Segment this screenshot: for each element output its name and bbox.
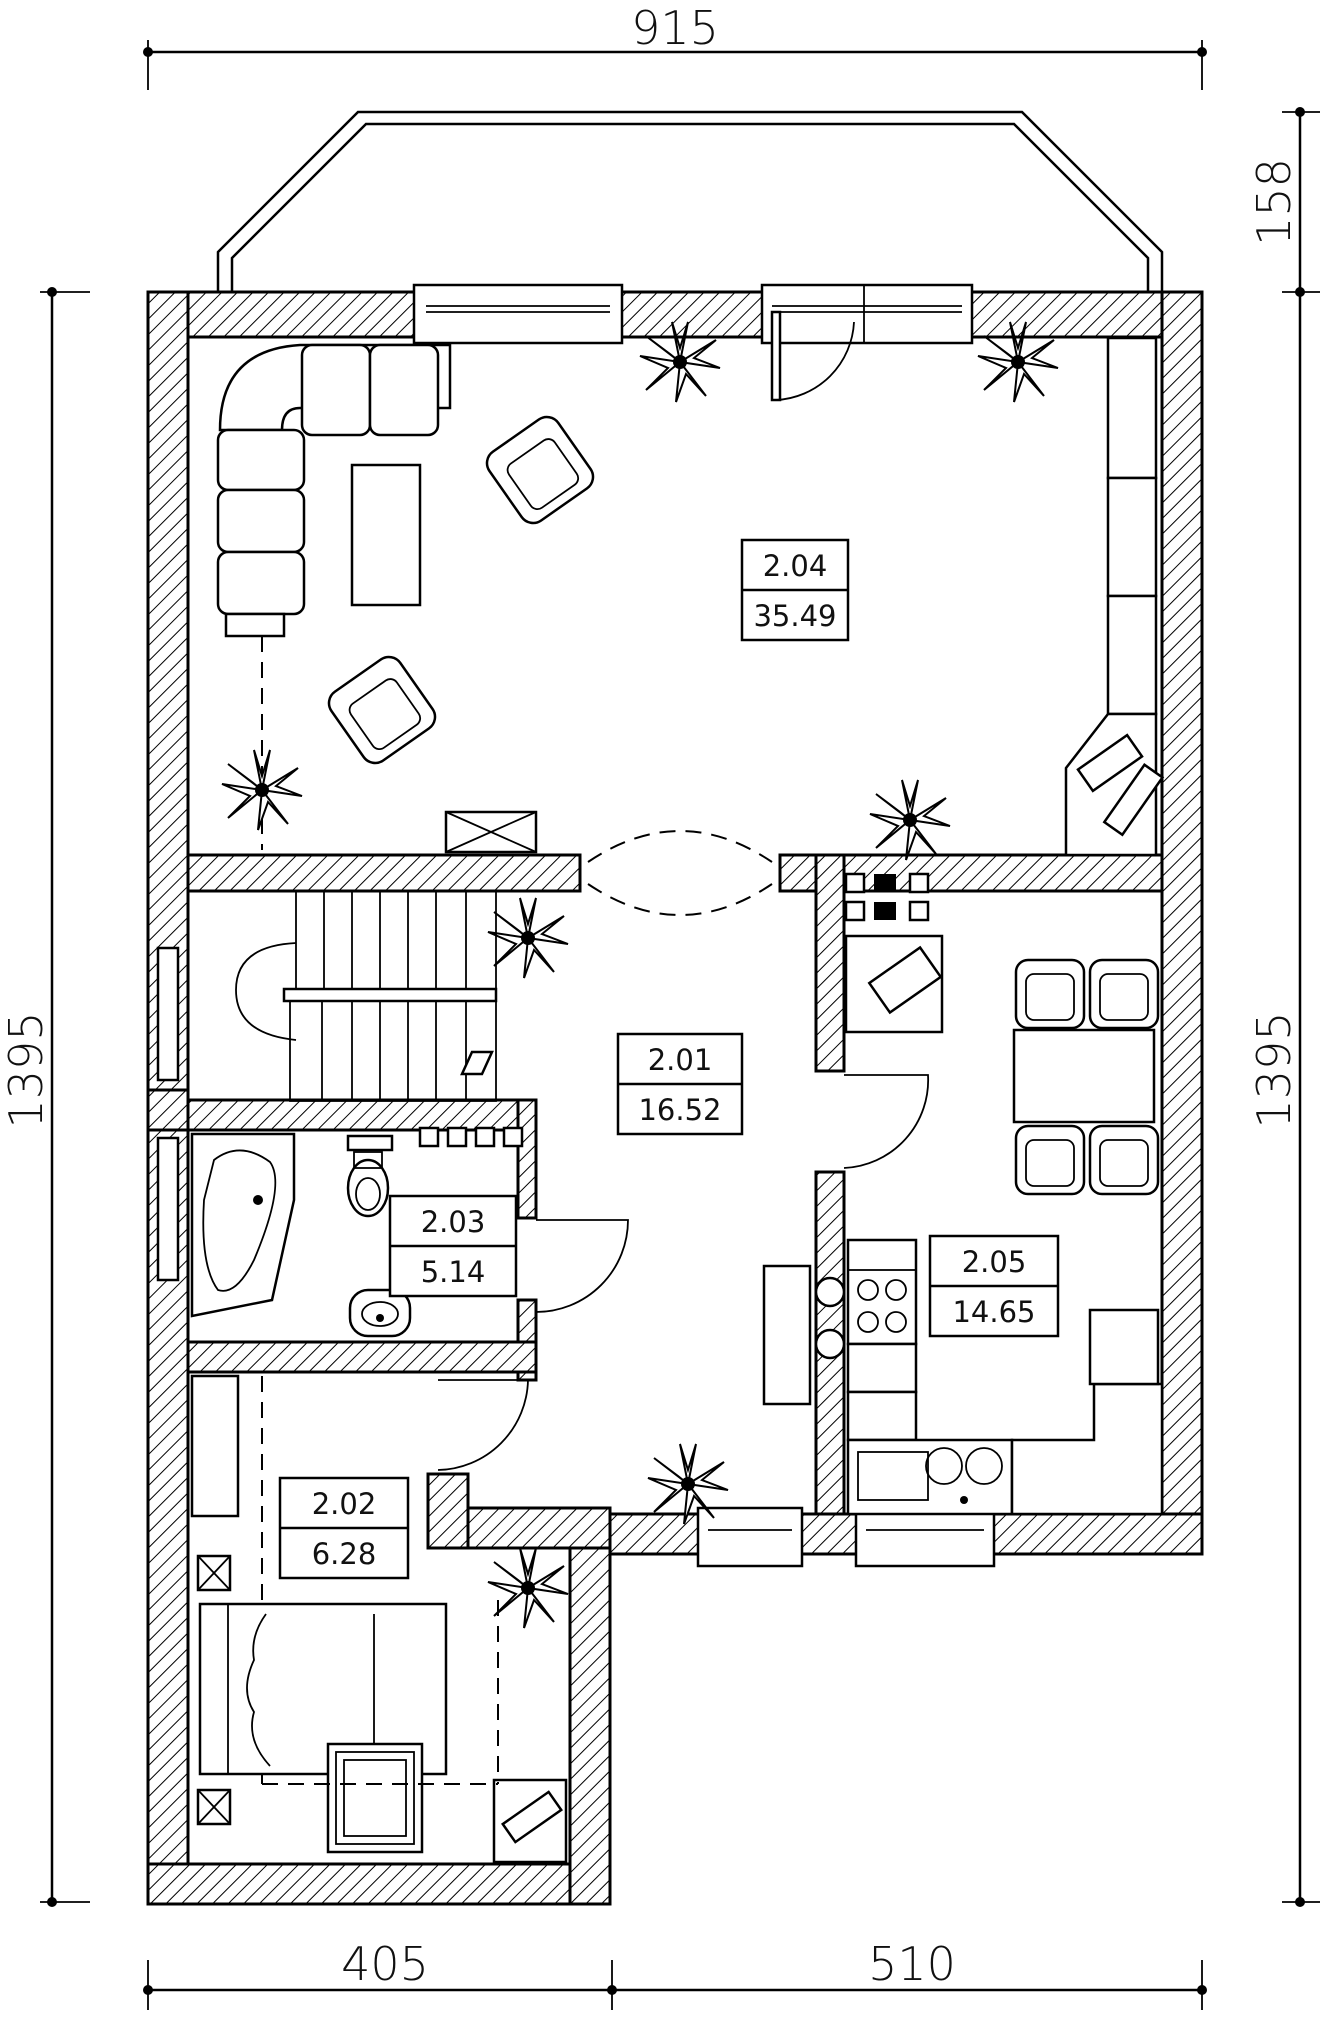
living-room <box>216 336 1165 857</box>
nightstand-2 <box>196 1788 232 1826</box>
nightstand-1 <box>196 1554 232 1592</box>
room-label-2-05: 2.05 14.65 <box>928 1234 1060 1338</box>
sink <box>846 1438 1014 1516</box>
dimension-left-label: 1395 <box>0 1011 53 1128</box>
balcony-door <box>770 310 855 402</box>
room-number: 2.01 <box>648 1043 713 1077</box>
room-label-2-01: 2.01 16.52 <box>616 1032 744 1136</box>
hall-console <box>762 1264 812 1406</box>
doors <box>437 830 930 1471</box>
dimension-right: 1395 <box>1247 292 1320 1907</box>
kitchen <box>814 872 1164 1516</box>
room-label-2-02: 2.02 6.28 <box>278 1476 410 1580</box>
stairs <box>235 890 498 1102</box>
dimension-top-label: 915 <box>631 1 719 55</box>
vent-boxes <box>844 872 930 922</box>
kitchen-desk <box>844 934 944 1034</box>
walls <box>146 290 1204 1906</box>
bedroom <box>190 1374 568 1864</box>
dimension-bottom-left-label: 405 <box>341 1937 429 1991</box>
dimension-top: 915 <box>143 1 1207 90</box>
room-number: 2.05 <box>962 1245 1027 1279</box>
bedroom-desk <box>492 1778 568 1864</box>
room-number: 2.04 <box>763 549 828 583</box>
room-label-2-03: 2.03 5.14 <box>388 1194 518 1298</box>
shelf-boxes <box>418 1126 524 1148</box>
bay-balcony <box>216 110 1164 292</box>
coffee-table <box>350 463 422 607</box>
rug <box>326 1742 424 1854</box>
wall-units <box>1064 336 1165 857</box>
room-area: 16.52 <box>638 1093 721 1127</box>
room-label-2-04: 2.04 35.49 <box>740 538 850 642</box>
room-area: 6.28 <box>312 1537 377 1571</box>
room-area: 5.14 <box>421 1255 486 1289</box>
tv-box <box>444 810 538 854</box>
room-number: 2.02 <box>312 1487 377 1521</box>
room-area: 14.65 <box>952 1295 1035 1329</box>
stove <box>846 1238 918 1346</box>
dimension-right-label: 1395 <box>1247 1011 1301 1128</box>
windows <box>156 283 996 1568</box>
room-number: 2.03 <box>421 1205 486 1239</box>
armchair-1 <box>485 415 595 525</box>
dimension-right-bay: 158 <box>1247 107 1320 297</box>
dimension-bottom-right-label: 510 <box>868 1937 956 1991</box>
sofa <box>216 343 452 638</box>
dimension-bay-label: 158 <box>1247 158 1301 246</box>
armchair-2 <box>327 655 437 765</box>
dimension-bottom: 405 510 <box>143 1937 1207 2010</box>
dining-table <box>1012 1028 1156 1124</box>
room-area: 35.49 <box>753 599 836 633</box>
bathroom <box>190 1126 524 1338</box>
dimension-left: 1395 <box>0 287 90 1907</box>
